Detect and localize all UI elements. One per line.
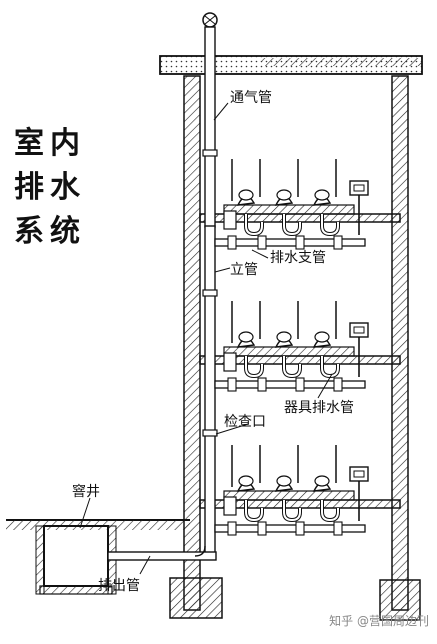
label-vent-pipe: 通气管 (230, 90, 272, 106)
roof-slab (159, 55, 423, 75)
p-trap-inner (321, 500, 339, 522)
title-line-3: 系统 (14, 214, 86, 249)
pipe-tee (257, 377, 267, 392)
toilet-seat (276, 475, 292, 487)
title-line-2: 排水 (14, 170, 86, 205)
pipe-tee (257, 235, 267, 250)
toilet-seat (238, 331, 254, 343)
toilet-seat (276, 189, 292, 201)
left-foundation (169, 577, 223, 619)
label-branch-pipe: 排水支管 (270, 250, 326, 266)
p-trap-inner (283, 356, 301, 378)
label-outlet-pipe: 排出管 (98, 578, 140, 594)
p-trap-inner (283, 214, 301, 236)
right-column (379, 75, 421, 621)
p-trap-inner (321, 214, 339, 236)
label-fixture-drain: 器具排水管 (284, 400, 354, 416)
label-cleanout: 检查口 (224, 414, 266, 430)
p-trap-inner (245, 500, 263, 522)
toilet-seat (314, 189, 330, 201)
pipe-tee (227, 377, 237, 392)
pipe-tee (333, 377, 343, 392)
watermark: 知乎 @营国周边刊 (329, 614, 429, 628)
outlet-pipe (107, 545, 217, 561)
toilet-seat (238, 189, 254, 201)
label-stack-pipe: 立管 (230, 262, 258, 278)
toilet-seat (238, 475, 254, 487)
p-trap-inner (283, 500, 301, 522)
pipe-tee (227, 521, 237, 536)
p-trap-inner (245, 214, 263, 236)
cistern-inner (353, 326, 365, 334)
vent-stack (202, 12, 218, 228)
floor-drain (223, 352, 237, 372)
toilet-seat (314, 331, 330, 343)
toilet-seat (314, 475, 330, 487)
leader-lines (79, 102, 333, 575)
pipe-tee (257, 521, 267, 536)
pipe-tee (333, 235, 343, 250)
p-trap-inner (245, 356, 263, 378)
floor-drain (223, 496, 237, 516)
label-manhole: 窨井 (72, 483, 100, 500)
title-line-1: 室内 (14, 126, 86, 161)
pipe-tee (333, 521, 343, 536)
p-trap-inner (321, 356, 339, 378)
floor-fixtures (214, 159, 369, 536)
pipe-tee (295, 521, 305, 536)
floor-slabs (199, 204, 401, 509)
pipe-tee (295, 235, 305, 250)
toilet-seat (276, 331, 292, 343)
branch-pipe (214, 238, 366, 247)
pipe-tee (295, 377, 305, 392)
branch-pipe (214, 380, 366, 389)
pipe-tee (227, 235, 237, 250)
cistern-inner (353, 184, 365, 192)
cistern-inner (353, 470, 365, 478)
floor-drain (223, 210, 237, 230)
branch-pipe (214, 524, 366, 533)
left-wall (183, 75, 201, 611)
